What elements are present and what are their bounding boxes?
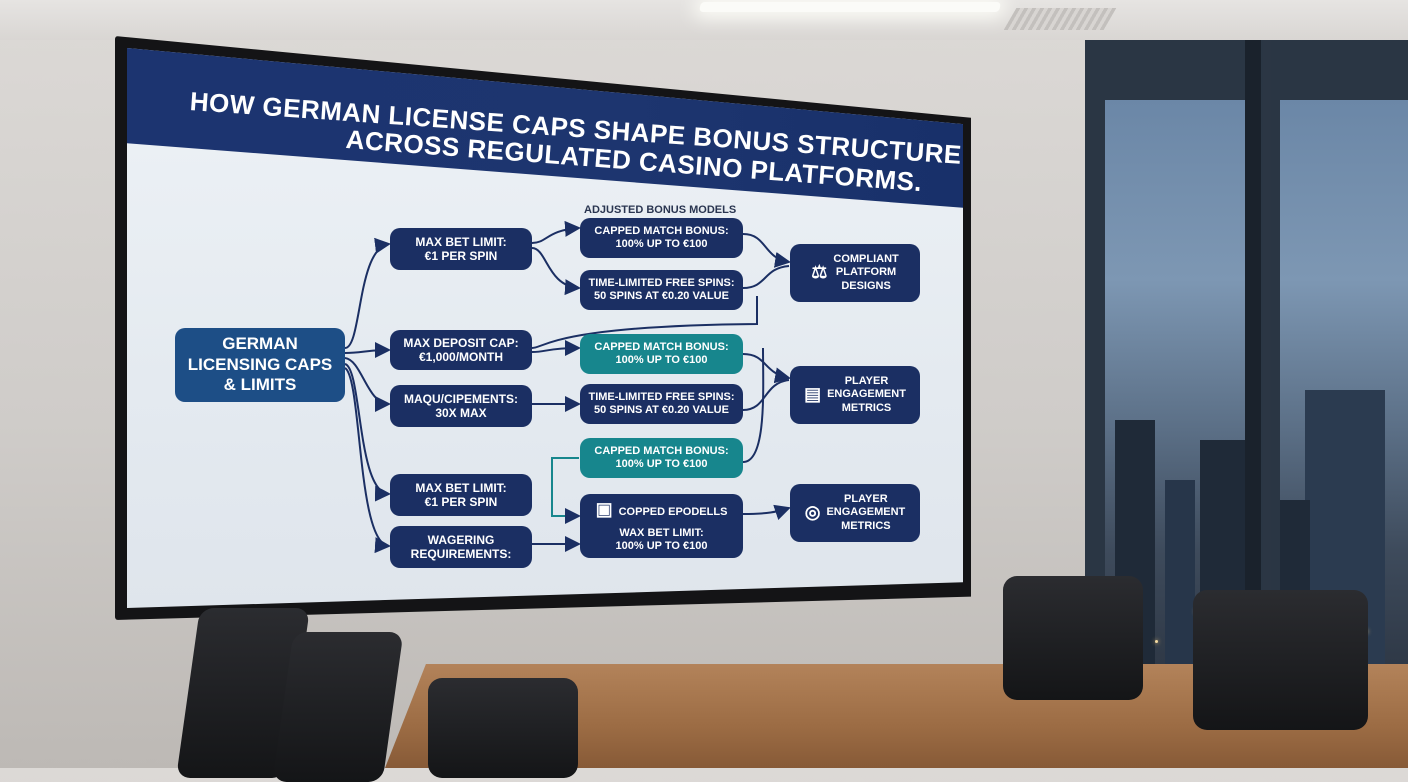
outcome-line: PLAYER [844, 493, 888, 506]
model-line-text: COPPED EPODELLS [618, 506, 728, 519]
chair [272, 632, 404, 782]
ceiling-vent [1003, 8, 1117, 30]
slot-machine-icon: ▣ [595, 499, 613, 520]
outcome-line: PLATFORM [835, 266, 897, 279]
model-line: TIME-LIMITED FREE SPINS: [588, 276, 735, 289]
chair [428, 678, 578, 778]
model-line: ▣ COPPED EPODELLS [596, 499, 728, 521]
model-line: CAPPED MATCH BONUS: [594, 340, 729, 353]
model-node-copped-models: ▣ COPPED EPODELLS WAX BET LIMIT: 100% UP … [580, 494, 743, 558]
window-mullion [1263, 40, 1271, 768]
gavel-icon: ⚖ [811, 262, 828, 283]
model-line: CAPPED MATCH BONUS: [594, 224, 729, 237]
outcome-text: PLAYER ENGAGEMENT METRICS [826, 493, 905, 533]
outcome-line: METRICS [841, 519, 891, 532]
cap-node-max-bet-2: MAX BET LIMIT: €1 PER SPIN [390, 474, 532, 516]
model-line: 100% UP TO €100 [615, 238, 708, 250]
flow-connectors [344, 220, 791, 554]
outcome-text: COMPLIANT PLATFORM DESIGNS [833, 253, 898, 293]
window-mullion [1245, 40, 1261, 768]
root-line: GERMAN [222, 334, 298, 354]
cap-line: €1 PER SPIN [424, 249, 498, 263]
outcome-line: COMPLIANT [833, 253, 899, 266]
model-line: 100% UP TO €100 [615, 458, 708, 470]
outcome-line: PLAYER [844, 375, 889, 388]
outcome-line: ENGAGEMENT [827, 388, 906, 401]
cap-node-requirements: MAQU/CIPEMENTS: 30x MAX [390, 385, 532, 427]
mask-icon: ◎ [804, 502, 821, 523]
cap-node-max-bet: MAX BET LIMIT: €1 PER SPIN [390, 228, 532, 270]
cap-node-wagering: WAGERING REQUIREMENTS: [390, 526, 532, 568]
ceiling-light [699, 2, 1001, 12]
model-node-capped-match-teal-2: CAPPED MATCH BONUS: 100% UP TO €100 [580, 438, 743, 478]
model-line: WAX BET LIMIT: [619, 526, 704, 539]
outcome-line: METRICS [841, 401, 892, 414]
chair [1193, 590, 1368, 730]
cap-line: €1,000/MONTH [418, 350, 504, 364]
building [1165, 480, 1195, 700]
root-line: LICENSING CAPS [187, 354, 333, 374]
tv-screen: HOW GERMAN LICENSE CAPS SHAPE BONUS STRU… [127, 48, 963, 608]
model-line: 50 SPINS AT €0.20 VALUE [594, 404, 729, 416]
cap-line: WAGERING [427, 532, 495, 547]
cap-line: €1 PER SPIN [424, 495, 498, 509]
model-node-capped-match-teal: CAPPED MATCH BONUS: 100% UP TO €100 [580, 334, 743, 374]
model-line: TIME-LIMITED FREE SPINS: [588, 390, 735, 403]
outcome-node-engagement: ▤ PLAYER ENGAGEMENT METRICS [790, 366, 920, 424]
cap-line: MAQU/CIPEMENTS: [404, 391, 518, 406]
outcome-line: DESIGNS [841, 279, 891, 292]
cap-line: MAX BET LIMIT: [415, 234, 507, 249]
model-line: CAPPED MATCH BONUS: [594, 444, 729, 457]
outcome-line: ENGAGEMENT [826, 506, 906, 519]
cap-line: 30x MAX [435, 406, 487, 420]
root-line: & LIMITS [223, 375, 297, 395]
root-node-german-licensing: GERMAN LICENSING CAPS & LIMITS [175, 328, 345, 402]
model-node-capped-match: CAPPED MATCH BONUS: 100% UP TO €100 [580, 218, 743, 258]
model-line: 50 SPINS AT €0.20 VALUE [594, 290, 729, 302]
cap-line: MAX DEPOSIT CAP: [403, 335, 519, 350]
model-node-free-spins-2: TIME-LIMITED FREE SPINS: 50 SPINS AT €0.… [580, 384, 743, 424]
cap-node-max-deposit: MAX DEPOSIT CAP: €1,000/MONTH [390, 330, 532, 370]
model-line: 100% UP TO €100 [615, 354, 708, 366]
cap-line: REQUIREMENTS: [410, 547, 512, 561]
chair [1003, 576, 1143, 700]
outcome-node-compliant: ⚖ COMPLIANT PLATFORM DESIGNS [790, 244, 920, 302]
cap-line: MAX BET LIMIT: [415, 480, 507, 495]
model-line: 100% UP TO €100 [615, 539, 708, 552]
outcome-node-engagement-2: ◎ PLAYER ENGAGEMENT METRICS [790, 484, 920, 542]
slot-machine-icon: ▤ [804, 384, 822, 405]
section-label: ADJUSTED BONUS MODELS [584, 204, 737, 216]
model-node-free-spins: TIME-LIMITED FREE SPINS: 50 SPINS AT €0.… [580, 270, 743, 310]
outcome-text: PLAYER ENGAGEMENT METRICS [827, 375, 906, 415]
